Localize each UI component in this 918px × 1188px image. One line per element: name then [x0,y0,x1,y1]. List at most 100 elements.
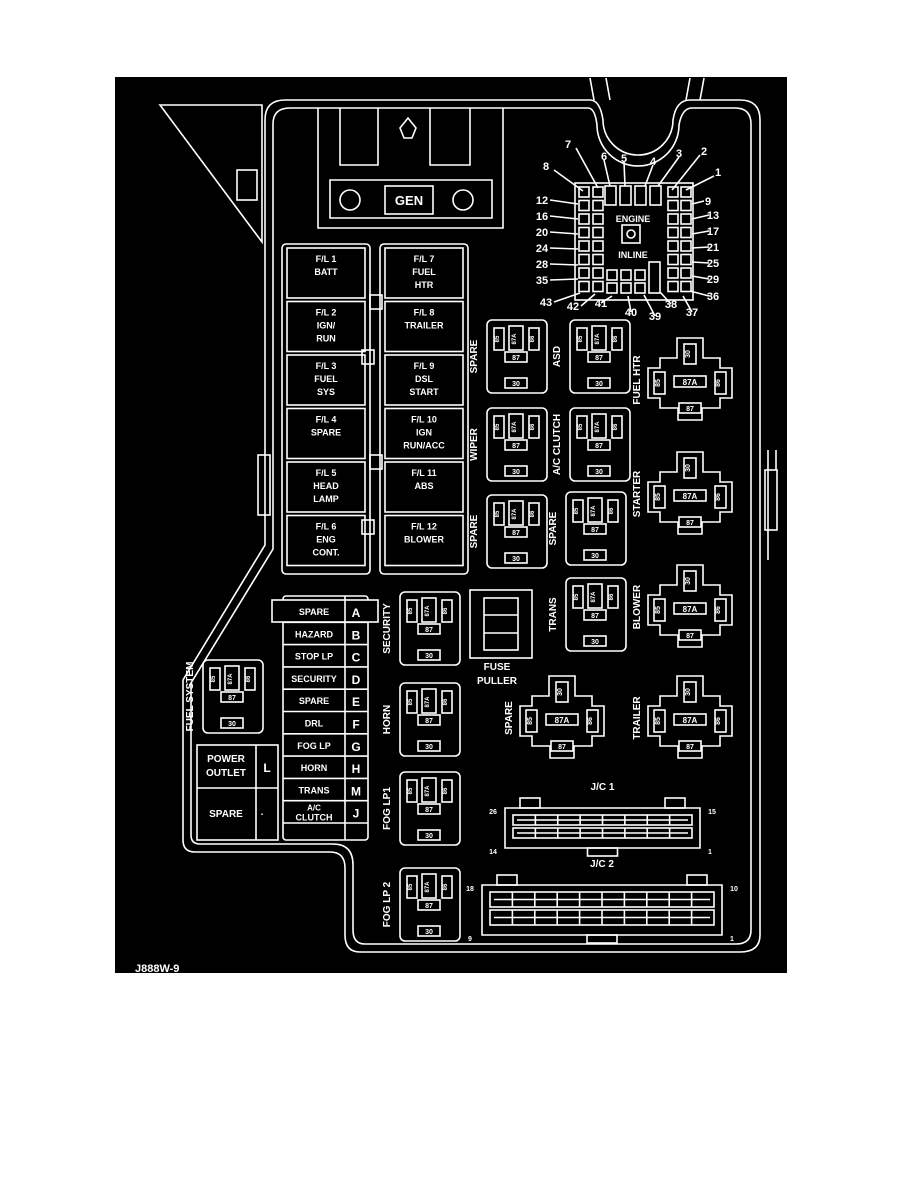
mini-fuse-name: STOP LP [295,652,333,662]
terminal-86: 86 [715,493,722,501]
terminal-87: 87 [595,355,603,362]
pin-label-12: 12 [536,195,548,207]
terminal-30: 30 [595,469,603,476]
pin-label-21: 21 [707,242,719,254]
fusible-link-label: ABS [414,481,433,491]
terminal-86: 86 [613,423,619,430]
fusible-link-label: BLOWER [404,535,444,545]
terminal-85: 85 [211,675,217,682]
terminal-30: 30 [685,464,692,472]
pin-label-8: 8 [543,161,549,173]
pin-label-36: 36 [707,291,719,303]
terminal-30: 30 [512,381,520,388]
terminal-87a: 87A [595,421,601,433]
mini-fuse-name: SECURITY [291,674,337,684]
link-clip [369,294,383,310]
terminal-85: 85 [527,717,534,725]
terminal-87: 87 [512,443,520,450]
relay-label: STARTER [632,470,643,517]
link-clip [369,454,383,470]
terminal-30: 30 [512,469,520,476]
pin-label: 15 [708,809,716,816]
terminal-86: 86 [246,675,252,682]
terminal-85: 85 [655,717,662,725]
terminal-30: 30 [685,350,692,358]
terminal-30: 30 [591,639,599,646]
pin-label-17: 17 [707,226,719,238]
fuse-puller-label: FUSE [484,662,511,673]
mini-fuse-name: FOG LP [297,741,331,751]
relay-label: SPARE [469,514,480,548]
terminal-85: 85 [574,507,580,514]
pin-label: 9 [468,936,472,943]
terminal-87a: 87A [591,591,597,603]
spare-label: SPARE [209,809,243,820]
terminal-87a: 87A [425,785,431,797]
terminal-87: 87 [512,530,520,537]
terminal-87: 87 [558,744,566,751]
housing-outline [182,99,761,953]
terminal-87a: 87A [425,881,431,893]
relay-label: SPARE [469,339,480,373]
fusible-link-label: BATT [314,267,338,277]
relay-label: TRANS [548,597,559,632]
housing-tabs [589,77,705,101]
relay-label: FUEL HTR [632,355,643,405]
terminal-87a: 87A [425,605,431,617]
mini-fuse-name: DRL [305,719,324,729]
mini-fuse-name: CLUTCH [296,813,333,823]
terminal-30: 30 [425,929,433,936]
mounting-bracket [158,104,263,245]
latch-rail [767,450,777,560]
power-outlet-label: OUTLET [206,768,246,779]
diagram-background [115,77,787,973]
engine-label: ENGINE [616,214,651,224]
terminal-87a: 87A [683,605,698,614]
engine-inline-connector[interactable]: ENGINEINLINE1234567891213161720212425282… [536,139,721,323]
